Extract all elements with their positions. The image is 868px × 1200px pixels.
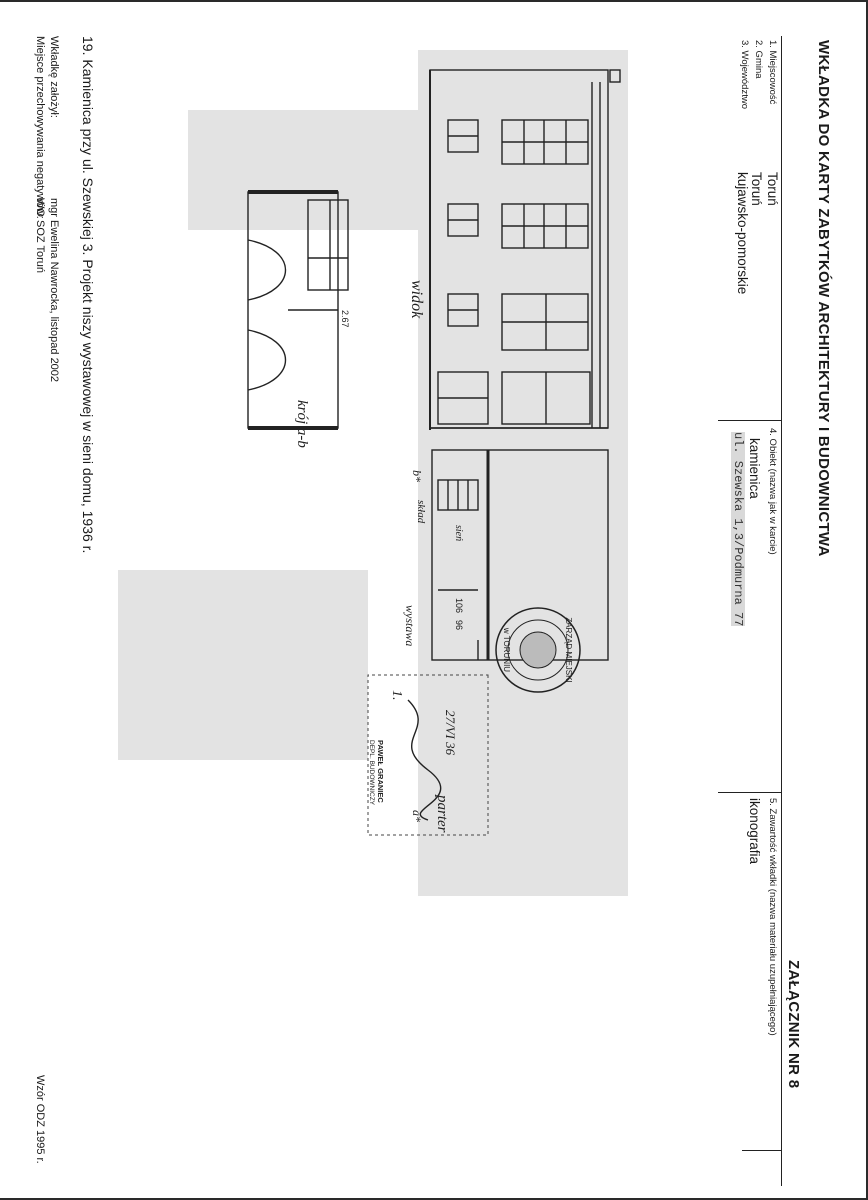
- field-value-miejscowosc: Toruń: [765, 172, 780, 206]
- field-label-zawartosc: 5. Zawartość wkładki (nazwa materiału uz…: [767, 798, 778, 1036]
- stamp-text-bottom: w TORUNIU: [502, 627, 511, 672]
- label-dim-a: 96: [454, 620, 464, 630]
- signatory-title: DEPL. BUDOWNICZY: [368, 740, 375, 806]
- footer-author-value: mgr Ewelina Nawrocka, listopad 2002: [48, 198, 60, 383]
- stamp-text-top: ZARZĄD MIEJSKI: [564, 617, 573, 682]
- field-label-gmina: 2. Gmina: [753, 40, 764, 79]
- form-divider-1: [718, 420, 782, 421]
- drawing-svg: widok 2.67 krój a-b: [247, 69, 621, 836]
- footer-storage-value: WO SOZ Toruń: [34, 198, 46, 273]
- signature-date: 27/VI 36: [443, 710, 458, 756]
- label-ground-floor: parter: [434, 794, 450, 833]
- label-view: widok: [408, 280, 425, 319]
- label-height-dimension: 2.67: [340, 310, 350, 328]
- label-display: wystawa: [403, 605, 417, 646]
- form-divider-2: [718, 792, 782, 793]
- archival-drawing: widok 2.67 krój a-b: [108, 50, 628, 896]
- field-value-obiekt: kamienica: [747, 438, 762, 499]
- footer-storage-label: Miejsce przechowywania negatywów:: [34, 36, 46, 219]
- label-vestibule: sień: [453, 525, 464, 541]
- field-label-miejscowosc: 1. Miejscowość: [767, 40, 778, 105]
- field-label-wojewodztwo: 3. Województwo: [739, 40, 750, 109]
- field-value-wojewodztwo: kujawsko-pomorskie: [735, 172, 750, 295]
- label-section: krój a-b: [294, 400, 310, 448]
- signature-block: [367, 674, 489, 836]
- approval-mark: 1.: [389, 690, 404, 701]
- field-value-address: ul. Szewska 1,3/Podmurna 77: [731, 432, 745, 627]
- municipal-stamp: [495, 607, 581, 693]
- label-mark-b: b*: [410, 470, 424, 482]
- field-label-obiekt: 4. Obiekt (nazwa jak w karcie): [767, 428, 778, 555]
- label-dim-b: 106: [454, 598, 464, 613]
- section-drawing: [247, 190, 349, 430]
- field-value-gmina: Toruń: [749, 172, 764, 206]
- document-title: WKŁADKA DO KARTY ZABYTKÓW ARCHITEKTURY I…: [815, 40, 832, 557]
- signatory-name: PAWEŁ GRANIEC: [376, 740, 385, 803]
- footer-author-label: Wkładkę założył:: [48, 36, 60, 118]
- figure-caption: 19. Kamienica przy ul. Szewskiej 3. Proj…: [80, 36, 96, 554]
- floor-plan: [431, 449, 609, 661]
- label-storage: skład: [415, 500, 427, 524]
- form-frame-top: [781, 36, 782, 1186]
- facade-elevation: [429, 69, 621, 430]
- form-frame-right: [742, 1150, 782, 1151]
- field-value-zawartosc: ikonografia: [747, 798, 762, 865]
- annex-number: ZAŁĄCZNIK NR 8: [785, 960, 802, 1089]
- footer-model: Wzór ODZ 1995 r.: [34, 1075, 46, 1164]
